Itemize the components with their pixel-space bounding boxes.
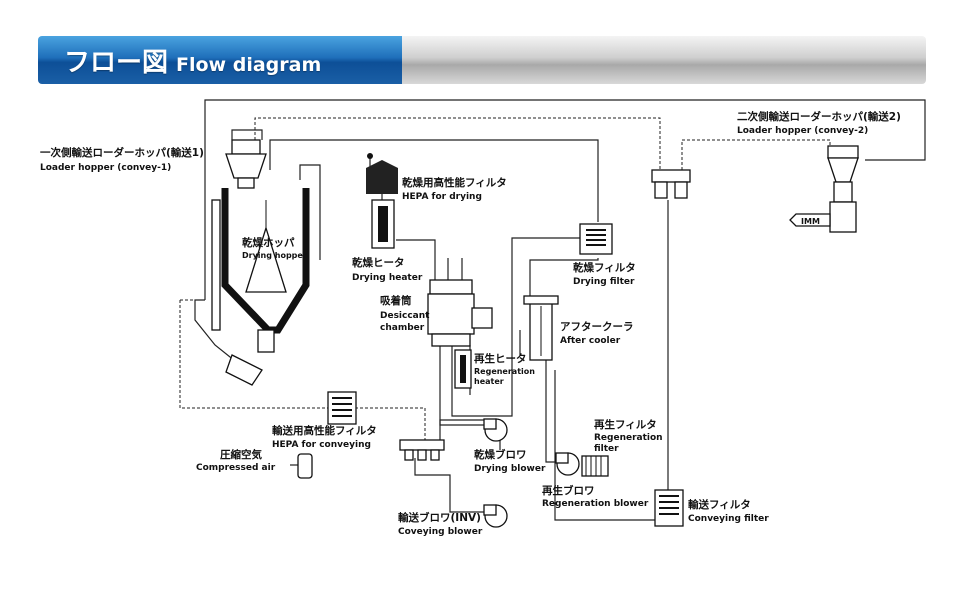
loader1-label-en: Loader hopper (convey-1): [40, 163, 171, 173]
hepa-conv-label-en: HEPA for conveying: [272, 440, 371, 450]
conveying-blower: [483, 504, 508, 528]
drying-heater-label-ja: 乾燥ヒータ: [352, 256, 405, 269]
loader-hopper-2: [789, 145, 859, 233]
regen-heater-label-en2: heater: [474, 377, 504, 386]
regen-blower-label-ja: 再生ブロワ: [542, 484, 595, 497]
loader-hopper-1: [225, 129, 267, 189]
conv-filter-label-ja: 輸送フィルタ: [688, 498, 751, 511]
after-cooler-label-ja: アフタークーラ: [560, 321, 634, 333]
banner-blue-section: [38, 36, 402, 84]
compressed-air-label-en: Compressed air: [196, 463, 276, 473]
desiccant-chamber: [427, 279, 493, 347]
regen-blower-label-en: Regeneration blower: [542, 499, 649, 509]
drying-heater: [371, 199, 395, 249]
drying-hopper-label-ja: 乾燥ホッパ: [242, 236, 295, 249]
regeneration-filter: [581, 455, 609, 477]
drying-filter: [579, 223, 613, 255]
conveying-filter: [654, 489, 684, 527]
hepa-conv-label-ja: 輸送用高性能フィルタ: [272, 424, 377, 437]
desiccant-label-ja: 吸着筒: [380, 294, 412, 307]
regen-filter-label-en2: filter: [594, 444, 619, 454]
hepa-drying-filter: [366, 153, 398, 194]
compressed-air-label-ja: 圧縮空気: [220, 448, 262, 461]
regen-filter-label-ja: 再生フィルタ: [594, 418, 657, 431]
regeneration-blower: [555, 452, 580, 476]
hepa-drying-label-ja: 乾燥用高性能フィルタ: [402, 176, 507, 189]
after-cooler: [523, 295, 559, 361]
labels: 一次側輸送ローダーホッパ(輸送1) Loader hopper (convey-…: [40, 110, 901, 537]
banner-gray-section: [402, 36, 926, 84]
regeneration-heater: [454, 349, 472, 389]
regen-heater-label-ja: 再生ヒータ: [474, 352, 527, 365]
drying-hopper: [194, 188, 310, 386]
drying-blower: [483, 418, 508, 442]
drying-blower-label-en: Drying blower: [474, 464, 546, 474]
loader1-label-ja: 一次側輸送ローダーホッパ(輸送1): [40, 146, 204, 159]
hepa-drying-label-en: HEPA for drying: [402, 192, 482, 202]
hepa-conveying-filter: [327, 391, 357, 425]
drying-filter-label-ja: 乾燥フィルタ: [573, 261, 636, 274]
drying-filter-label-en: Drying filter: [573, 277, 635, 287]
conv-blower-label-en: Coveying blower: [398, 527, 483, 537]
desiccant-label-en1: Desiccant: [380, 311, 430, 321]
drying-heater-label-en: Drying heater: [352, 273, 423, 283]
imm-label: IMM: [801, 217, 820, 226]
loader2-label-en: Loader hopper (convey-2): [737, 126, 868, 136]
conv-filter-label-en: Conveying filter: [688, 514, 769, 524]
drying-hopper-label-en: Drying hopper: [242, 251, 307, 260]
conv-blower-label-ja: 輸送ブロワ(INV): [398, 511, 481, 524]
desiccant-label-en2: chamber: [380, 323, 425, 333]
conveying-valves: [651, 169, 691, 199]
compressed-air-unit: [297, 453, 313, 479]
regen-filter-label-en1: Regeneration: [594, 433, 663, 443]
regen-heater-label-en1: Regeneration: [474, 367, 535, 376]
valve-manifold: [399, 439, 445, 461]
pipes: [204, 99, 926, 521]
drying-blower-label-ja: 乾燥ブロワ: [474, 448, 527, 461]
after-cooler-label-en: After cooler: [560, 336, 621, 346]
loader2-label-ja: 二次側輸送ローダーホッパ(輸送2): [737, 110, 901, 123]
